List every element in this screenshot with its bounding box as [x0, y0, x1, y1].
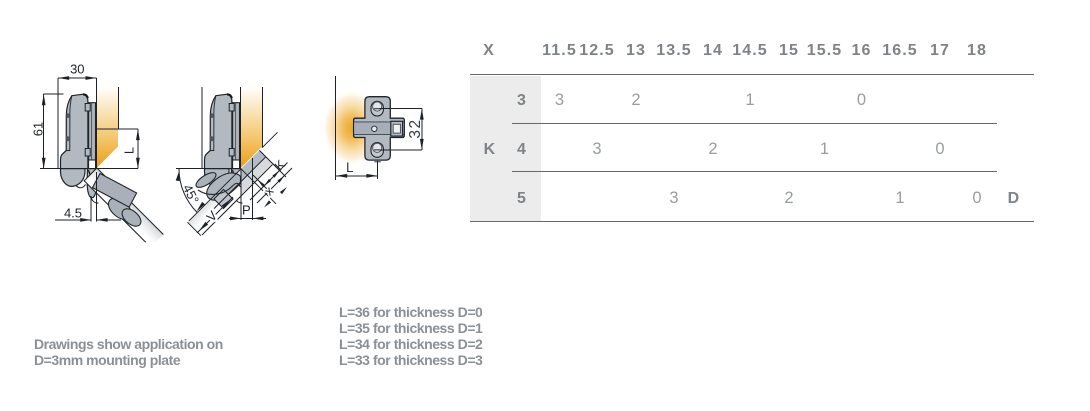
svg-text:L: L [346, 160, 354, 175]
svg-text:30: 30 [70, 62, 84, 77]
svg-text:P: P [242, 203, 251, 218]
svg-text:4.5: 4.5 [64, 206, 82, 221]
svg-text:K: K [271, 157, 288, 174]
svg-text:32: 32 [407, 118, 424, 138]
svg-text:L: L [122, 147, 137, 154]
svg-text:61: 61 [31, 122, 46, 136]
